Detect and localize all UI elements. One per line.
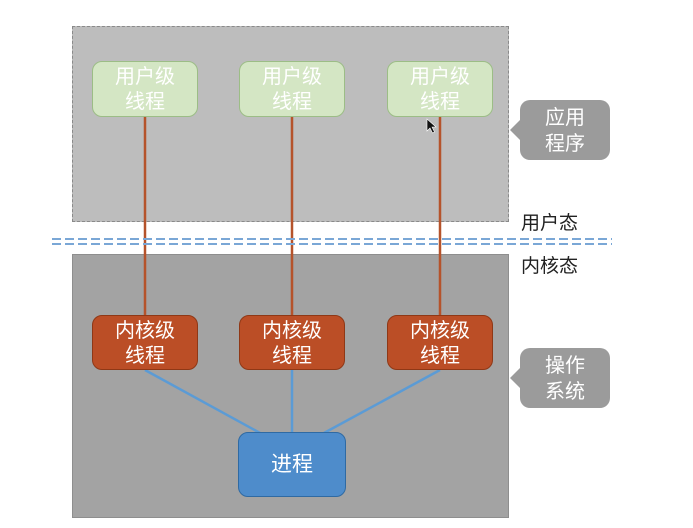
user-thread-2-line2: 线程 — [272, 89, 312, 113]
application-callout-line1: 应用 — [545, 105, 585, 129]
kernel-thread-2-line2: 线程 — [272, 342, 312, 367]
user-thread-1-line1: 用户级 — [115, 64, 175, 88]
user-thread-2-line1: 用户级 — [262, 64, 322, 88]
kernel-thread-3-line1: 内核级 — [410, 317, 470, 342]
user-thread-3: 用户级线程 — [387, 61, 493, 117]
user-mode-label: 用户态 — [521, 212, 579, 234]
kernel-thread-1-line2: 线程 — [125, 342, 165, 367]
os-callout: 操作 系统 — [510, 348, 610, 408]
user-space-region — [72, 26, 509, 222]
user-thread-2: 用户级线程 — [239, 61, 345, 117]
kernel-thread-3: 内核级线程 — [387, 315, 493, 370]
kernel-thread-1: 内核级线程 — [92, 315, 198, 370]
user-thread-3-line1: 用户级 — [410, 64, 470, 88]
application-callout-line2: 程序 — [545, 131, 585, 155]
kernel-thread-1-line1: 内核级 — [115, 317, 175, 342]
os-callout-line1: 操作 — [545, 353, 585, 377]
user-thread-1-line2: 线程 — [125, 89, 165, 113]
user-thread-1: 用户级线程 — [92, 61, 198, 117]
kernel-thread-2-line1: 内核级 — [262, 317, 322, 342]
user-thread-3-line2: 线程 — [420, 89, 460, 113]
os-callout-line2: 系统 — [545, 379, 585, 403]
kernel-mode-label: 内核态 — [521, 255, 579, 277]
kernel-thread-3-line2: 线程 — [420, 342, 460, 367]
process-node: 进程 — [238, 432, 346, 497]
kernel-thread-2: 内核级线程 — [239, 315, 345, 370]
application-callout: 应用 程序 — [510, 100, 610, 160]
